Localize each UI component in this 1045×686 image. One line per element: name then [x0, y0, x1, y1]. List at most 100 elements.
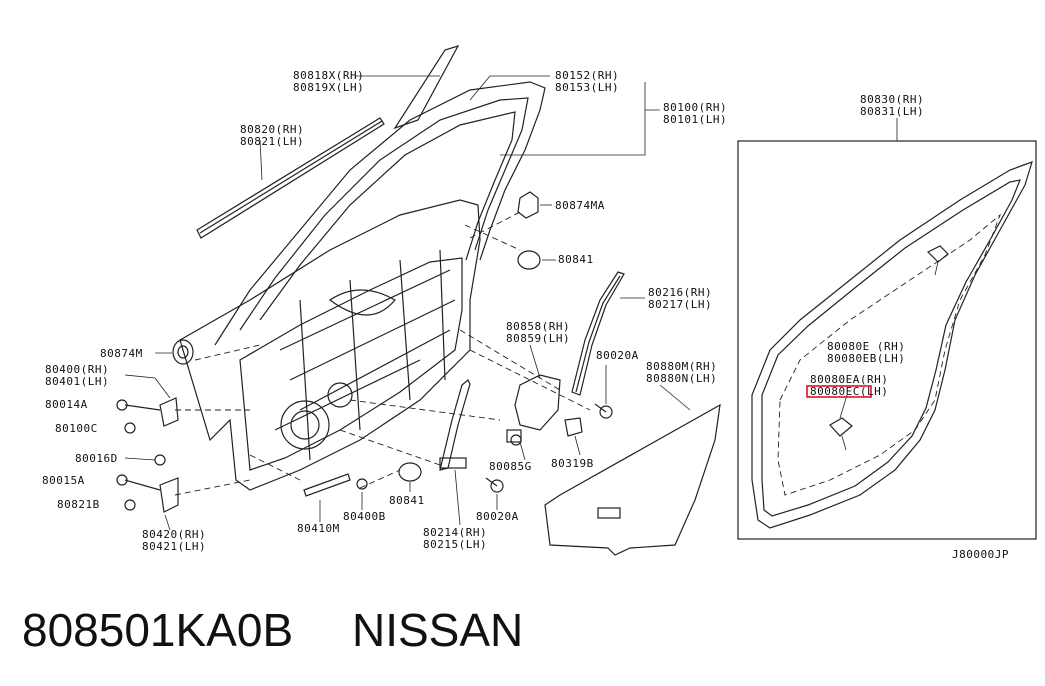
- weatherstrip-clip-line: [777, 213, 1002, 496]
- weatherstrip-outer: [751, 161, 1033, 529]
- label-80420: 80420(RH): [142, 528, 206, 541]
- label-80016D: 80016D: [75, 452, 118, 465]
- door-inner-panel: [239, 257, 463, 471]
- label-80841-b: 80841: [389, 494, 425, 507]
- brand-name: NISSAN: [352, 604, 523, 656]
- label-80880N: 80880N(LH): [646, 372, 717, 385]
- weatherstrip-inner: [761, 179, 1021, 517]
- regulator-motor: [328, 289, 396, 316]
- label-80821B: 80821B: [57, 498, 100, 511]
- lock-cable-80319B: [564, 417, 583, 437]
- label-80874M: 80874M: [100, 347, 143, 360]
- label-80858: 80858(RH): [506, 320, 570, 333]
- leader-80100: [500, 82, 660, 156]
- rear-sash: [571, 271, 625, 396]
- door-inner-ribs: [274, 269, 456, 431]
- door-inner-ribs-v: [299, 249, 446, 461]
- label-80015A: 80015A: [42, 474, 85, 487]
- leader-80420: [164, 514, 171, 531]
- assy-dash-5: [459, 329, 591, 411]
- clip-80874MA: [517, 191, 539, 219]
- hinge-upper: [159, 397, 179, 427]
- label-80080E: 80080E (RH): [827, 340, 905, 353]
- assy-dash-4: [339, 399, 501, 466]
- label-80153: 80153(LH): [555, 81, 619, 94]
- label-80152: 80152(RH): [555, 69, 619, 82]
- highlight-box: [806, 385, 872, 398]
- label-80421: 80421(LH): [142, 540, 206, 553]
- label-80020A-b: 80020A: [476, 510, 519, 523]
- label-80217: 80217(LH): [648, 298, 712, 311]
- sash-inner: [239, 97, 529, 331]
- label-80100C: 80100C: [55, 422, 98, 435]
- label-80101: 80101(LH): [663, 113, 727, 126]
- screw-80085G: [510, 434, 522, 446]
- label-80020A-a: 80020A: [596, 349, 639, 362]
- door-lock: [514, 374, 561, 431]
- leader-80820: [259, 139, 263, 181]
- part-number: 808501KA0B: [22, 604, 293, 656]
- label-80830: 80830(RH): [860, 93, 924, 106]
- front-sash-bracket: [439, 457, 467, 469]
- bolt-80400B: [356, 478, 368, 490]
- label-80841-a: 80841: [558, 253, 594, 266]
- leader-80080EC: [839, 394, 848, 419]
- label-80410M: 80410M: [297, 522, 340, 535]
- label-80080EA: 80080EA(RH): [810, 373, 888, 386]
- leader-80085G: [519, 441, 526, 461]
- bolt-80014A-shaft: [124, 404, 161, 411]
- leader-80880M: [659, 384, 691, 411]
- rear-sash-edge: [575, 275, 621, 393]
- label-80831: 80831(LH): [860, 105, 924, 118]
- leader-80152: [469, 75, 550, 101]
- label-80818X: 80818X(RH): [293, 69, 364, 82]
- label-80319B: 80319B: [551, 457, 594, 470]
- label-80400B: 80400B: [343, 510, 386, 523]
- leader-80214: [454, 469, 461, 526]
- label-80100: 80100(RH): [663, 101, 727, 114]
- label-80880M: 80880M(RH): [646, 360, 717, 373]
- leader-80016D: [124, 457, 156, 461]
- diagram-code: J80000JP: [952, 548, 1009, 561]
- label-80214: 80214(RH): [423, 526, 487, 539]
- plug-80841-b: [398, 462, 422, 482]
- door-panel-outline: [179, 199, 481, 491]
- assy-dash-6: [359, 469, 401, 489]
- weatherstrip-clip-leaders: [841, 261, 939, 451]
- speaker-hole: [280, 400, 330, 450]
- bolt-80821B: [124, 499, 136, 511]
- sealing-screen-hole: [597, 507, 621, 519]
- label-80820: 80820(RH): [240, 123, 304, 136]
- plug-80874M: [172, 339, 194, 365]
- bolt-80015A-shaft: [124, 479, 161, 491]
- bolt-80100C: [124, 422, 136, 434]
- assy-dash-3: [174, 409, 251, 496]
- assy-dash-1: [464, 211, 521, 251]
- weatherstrip-inset-box: [737, 140, 1037, 540]
- label-80080EC: 80080EC(LH): [810, 385, 888, 398]
- label-80085G: 80085G: [489, 460, 532, 473]
- label-80080EB: 80080EB(LH): [827, 352, 905, 365]
- weatherstrip-clip-a: [926, 245, 949, 263]
- label-80821: 80821(LH): [240, 135, 304, 148]
- weatherstrip-clip-b: [829, 417, 853, 437]
- label-80400: 80400(RH): [45, 363, 109, 376]
- outside-weatherstrip-edge: [199, 120, 383, 234]
- service-hole: [327, 382, 353, 408]
- door-check: [303, 473, 351, 497]
- label-80216: 80216(RH): [648, 286, 712, 299]
- sealing-screen: [544, 403, 721, 556]
- plug-80841-a: [517, 250, 541, 270]
- speaker-hole-inner: [290, 410, 320, 440]
- lock-rod: [506, 429, 522, 443]
- label-80014A: 80014A: [45, 398, 88, 411]
- window-glass-part: [393, 44, 460, 130]
- label-80819X: 80819X(LH): [293, 81, 364, 94]
- hinge-lower: [159, 477, 179, 513]
- assy-dash-2: [194, 344, 261, 361]
- label-80859: 80859(LH): [506, 332, 570, 345]
- leader-80400: [124, 374, 171, 399]
- leader-80858: [529, 344, 541, 379]
